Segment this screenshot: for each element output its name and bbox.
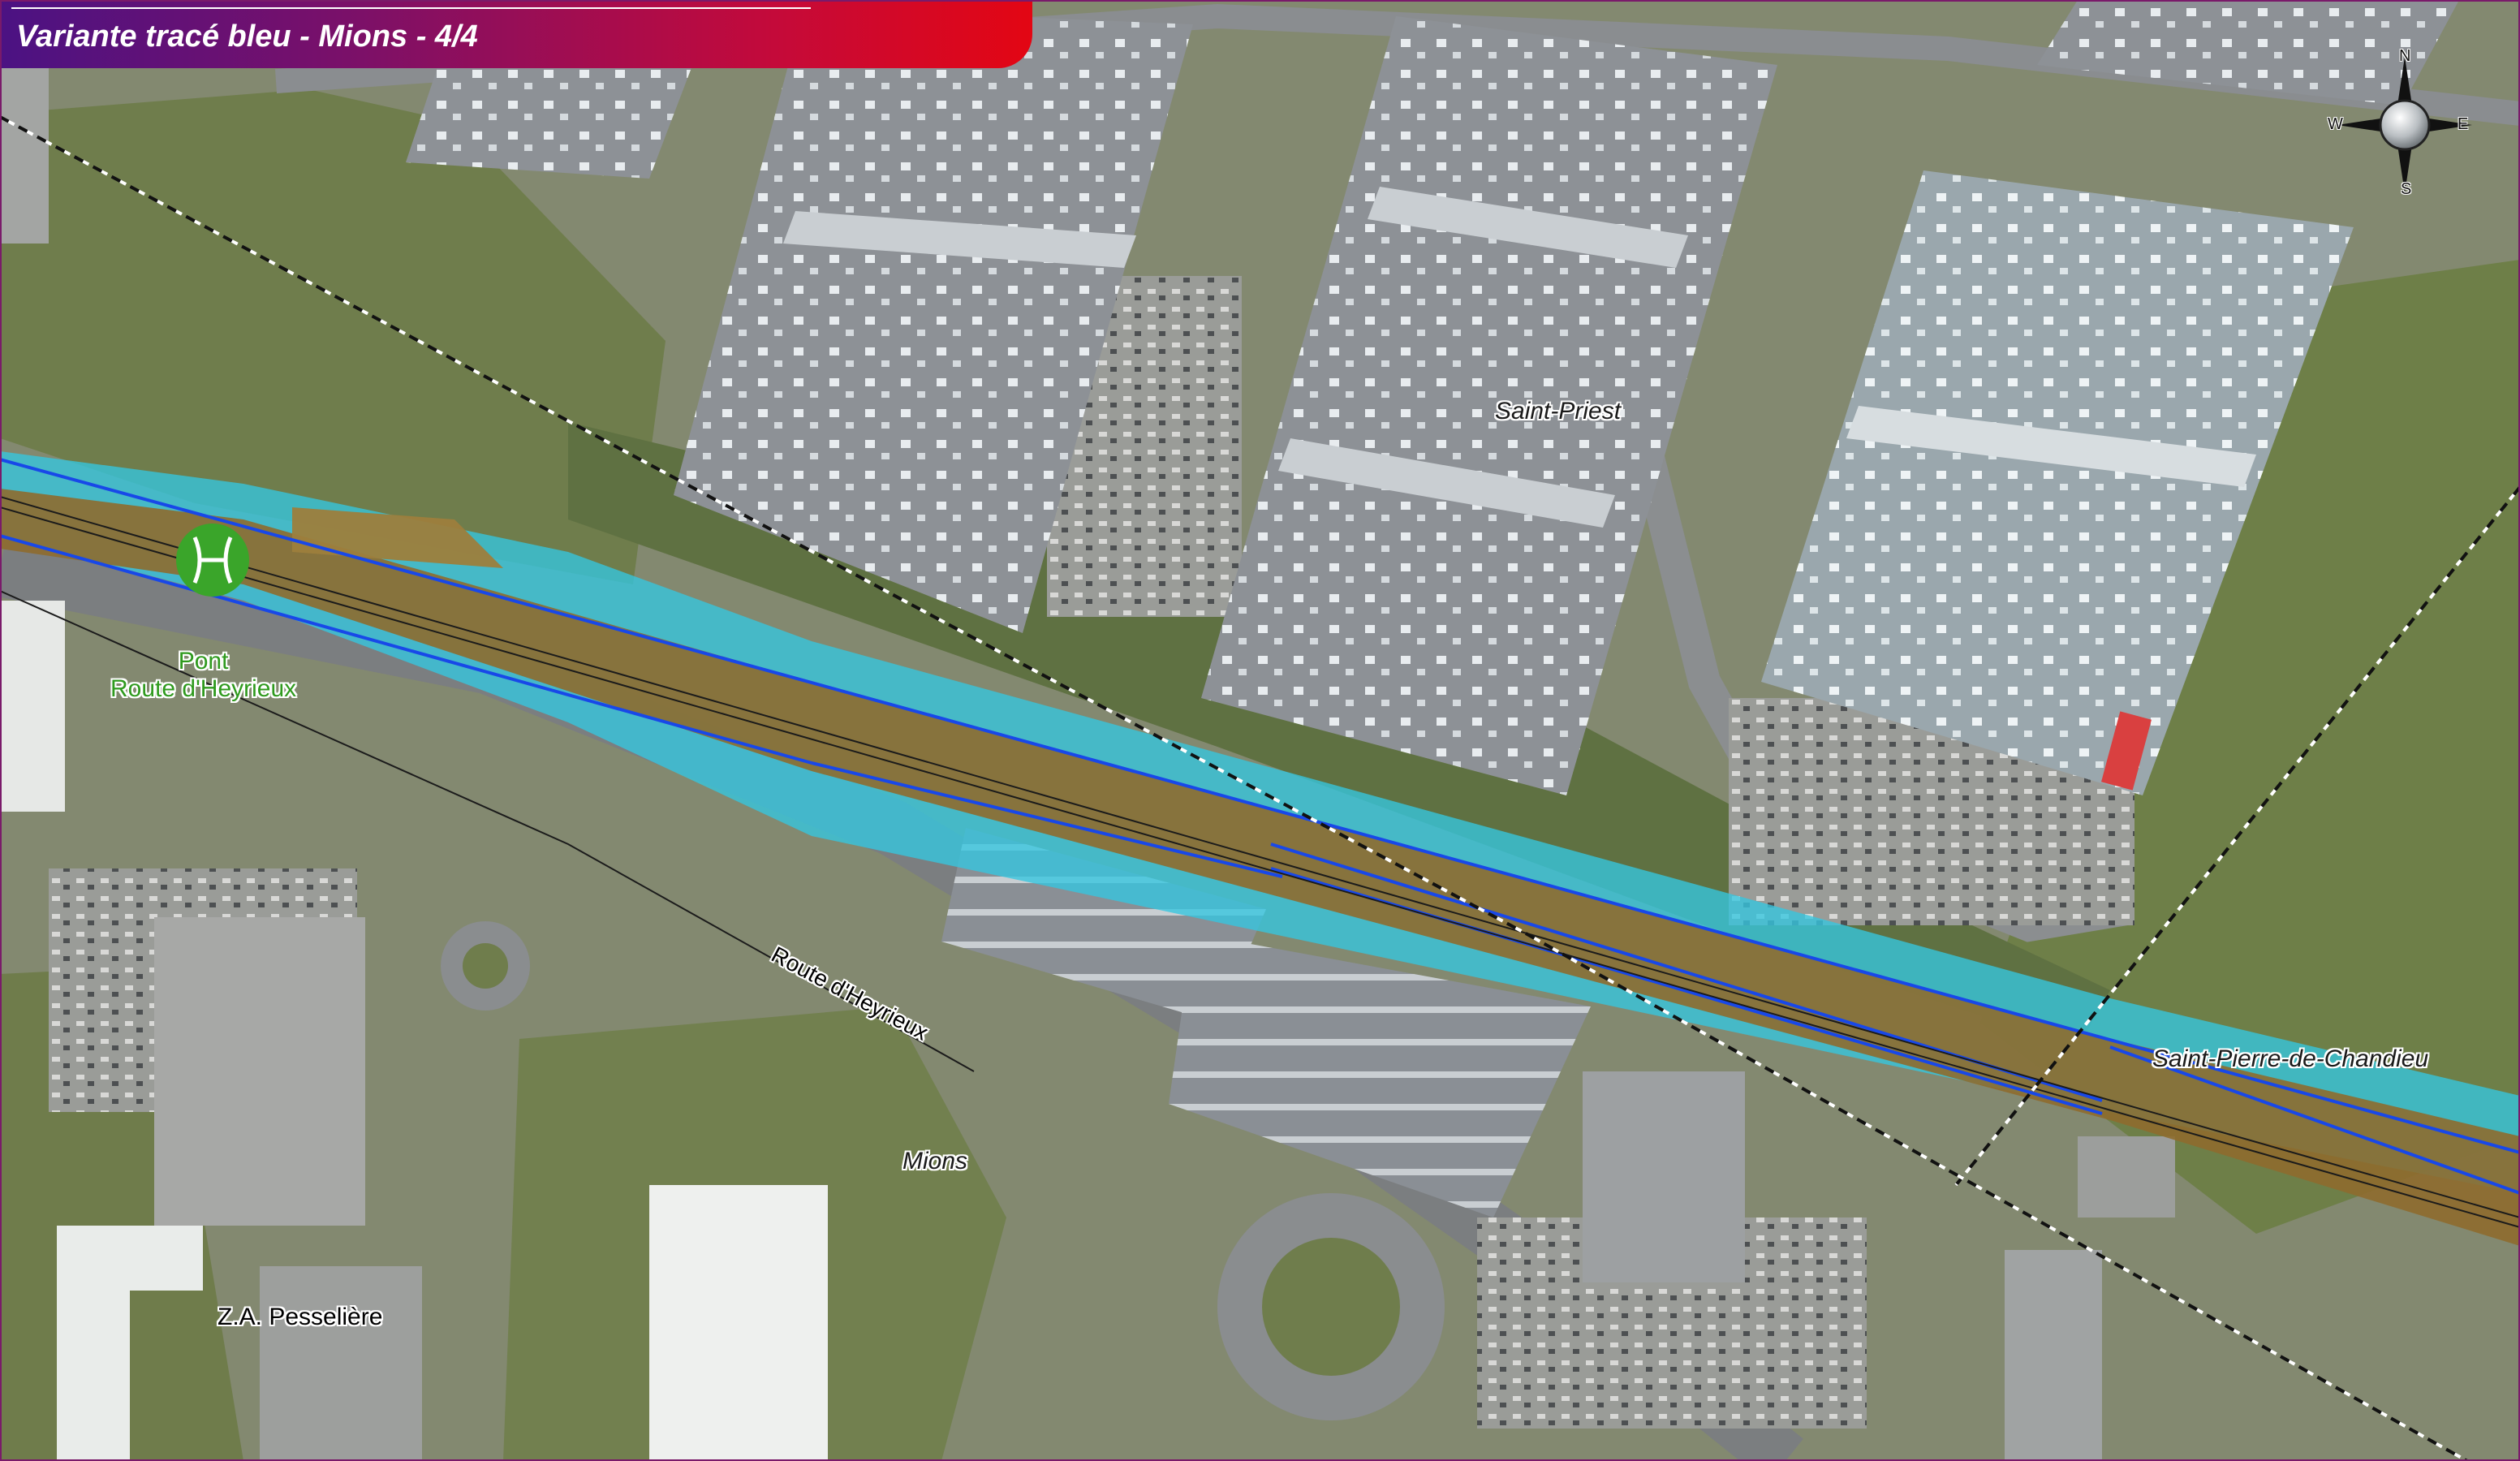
existing-rail-3 [0, 590, 975, 1072]
building-za [154, 917, 365, 1226]
label-bridge-line2: Route d'Heyrieux [110, 675, 297, 702]
compass-west: W [2328, 115, 2343, 133]
compass: N S W E [2328, 47, 2468, 198]
roundabout-east-center [1262, 1238, 1400, 1376]
compass-east: E [2458, 115, 2469, 133]
trace-line-south-2 [811, 761, 1283, 878]
building-south-angled [1169, 933, 1591, 1218]
label-bridge: Pont Route d'Heyrieux [110, 648, 296, 703]
warehouse-c [1761, 170, 2354, 795]
label-mions: Mions [902, 1148, 968, 1174]
building-se [2005, 1250, 2102, 1461]
compass-south: S [2401, 180, 2412, 198]
roof-stripe-b [1368, 187, 1688, 268]
boundary-line-south-overlay [1525, 932, 2468, 1461]
trace-line-north [0, 458, 2520, 1154]
compass-rose-icon [2337, 57, 2472, 193]
roof-stripe-a [783, 211, 1136, 268]
label-saint-priest: Saint-Priest [1495, 398, 1622, 425]
label-za-pesseliere: Z.A. Pesselière [218, 1304, 383, 1330]
building-east-small [2078, 1136, 2175, 1218]
existing-rail-1 [0, 496, 2520, 1218]
title-banner: Variante tracé bleu - Mions - 4/4 [0, 0, 1032, 68]
boundary-line-east [1954, 485, 2520, 1187]
roof-stripe-d [1846, 406, 2256, 487]
roundabout-west-center [463, 943, 508, 989]
building-white-l [57, 1226, 203, 1461]
label-saint-pierre-de-chandieu: Saint-Pierre-de-Chandieu [2152, 1045, 2429, 1072]
vegetation-west [0, 89, 666, 584]
boundary-line-north-overlay [0, 115, 1527, 935]
bridge-icon[interactable] [176, 524, 249, 597]
building-za-south [260, 1266, 422, 1461]
warehouse-a [674, 8, 1193, 633]
warehouse-top-right [2037, 0, 2459, 106]
roof-stripe-c [1278, 438, 1615, 528]
label-bridge-line1: Pont [178, 648, 229, 674]
red-roof-marker [2101, 711, 2152, 791]
building-south-gray [1583, 1071, 1745, 1282]
compass-north: N [2399, 47, 2411, 65]
building-white-large [649, 1185, 828, 1461]
existing-rail-2 [0, 506, 2520, 1228]
page-title: Variante tracé bleu - Mions - 4/4 [16, 19, 478, 54]
trace-line-east [2109, 1045, 2520, 1195]
title-rule [11, 7, 811, 9]
boundary-line-north [0, 115, 1527, 935]
warehouse-b [1201, 16, 1777, 795]
building-west-white [0, 601, 65, 812]
trace-line-south [0, 534, 812, 765]
